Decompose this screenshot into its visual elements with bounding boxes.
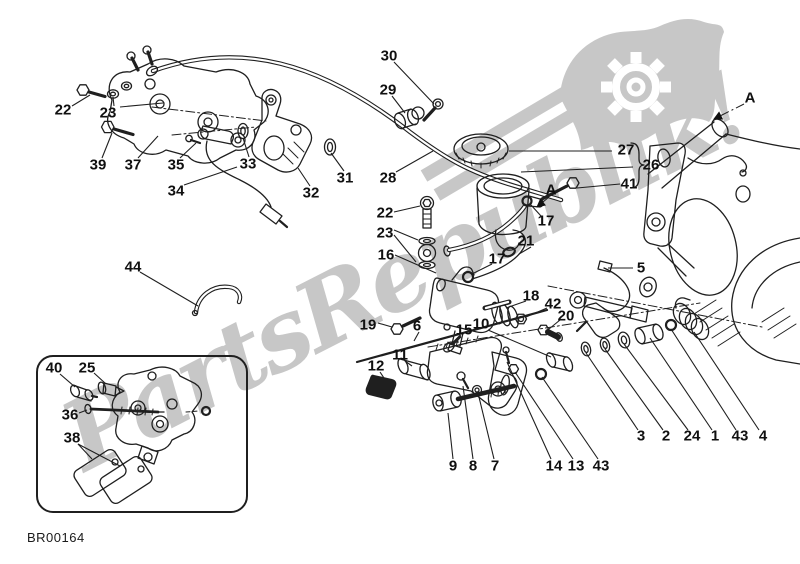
leader-line <box>101 132 113 159</box>
leader-line <box>548 319 561 330</box>
engine-and-frame <box>639 118 800 365</box>
leader-line <box>242 137 250 158</box>
leader-line <box>623 343 689 431</box>
brake-pedal-group <box>355 285 763 416</box>
gear-icon <box>601 52 671 122</box>
leader-line <box>78 409 88 414</box>
leader-line <box>391 95 406 114</box>
leader-line <box>585 352 639 431</box>
leader-line <box>576 183 621 189</box>
leader-line <box>520 166 634 173</box>
leader-line <box>119 102 164 108</box>
hose-guide <box>191 284 243 317</box>
banjo-bolt-stack <box>417 195 528 270</box>
leader-line <box>77 443 121 467</box>
leader-line <box>447 412 454 460</box>
leader-line <box>393 61 435 105</box>
leader-line <box>93 372 107 385</box>
leader-line <box>112 96 115 107</box>
leader-line <box>183 166 238 186</box>
brand-flag <box>420 19 724 201</box>
view-arrow <box>536 196 550 208</box>
leader-line <box>179 142 197 159</box>
leader-line <box>541 376 599 460</box>
leader-line <box>604 348 664 431</box>
leader-line <box>477 392 495 460</box>
leader-line <box>693 331 760 431</box>
leader-line <box>59 373 76 388</box>
leader-line <box>393 205 421 213</box>
rear-caliper-assembly <box>76 45 337 229</box>
leader-line <box>395 150 434 173</box>
rocker-linkage <box>569 291 710 357</box>
leader-line <box>471 263 493 275</box>
rear-master-cylinder <box>428 229 631 355</box>
leader-line <box>530 204 542 217</box>
leader-line <box>330 152 345 172</box>
view-arrow <box>713 103 745 120</box>
leader-line <box>649 337 713 431</box>
leader-line <box>670 328 737 431</box>
leader-line <box>506 361 552 460</box>
leader-line <box>393 229 419 241</box>
leader-line <box>525 307 548 318</box>
leader-line <box>462 385 474 460</box>
leader-line <box>505 300 527 309</box>
leader-line <box>71 94 91 107</box>
leader-line <box>77 443 93 460</box>
inset-detail-box <box>36 355 248 513</box>
leader-line <box>137 135 159 159</box>
leader-line <box>413 331 420 342</box>
leader-line <box>518 246 532 255</box>
leader-line <box>394 254 437 274</box>
leader-line <box>393 234 417 263</box>
leader-line <box>514 371 574 460</box>
leader-line <box>297 167 311 187</box>
hose-clamp-and-screw <box>393 98 444 130</box>
leader-line <box>487 329 552 358</box>
leader-lines <box>59 61 760 467</box>
drawing-code: BR00164 <box>27 530 85 545</box>
leader-line <box>379 371 385 379</box>
leader-line <box>377 322 393 328</box>
leader-line <box>452 336 462 346</box>
leader-line <box>404 360 413 367</box>
leader-line <box>139 271 199 307</box>
